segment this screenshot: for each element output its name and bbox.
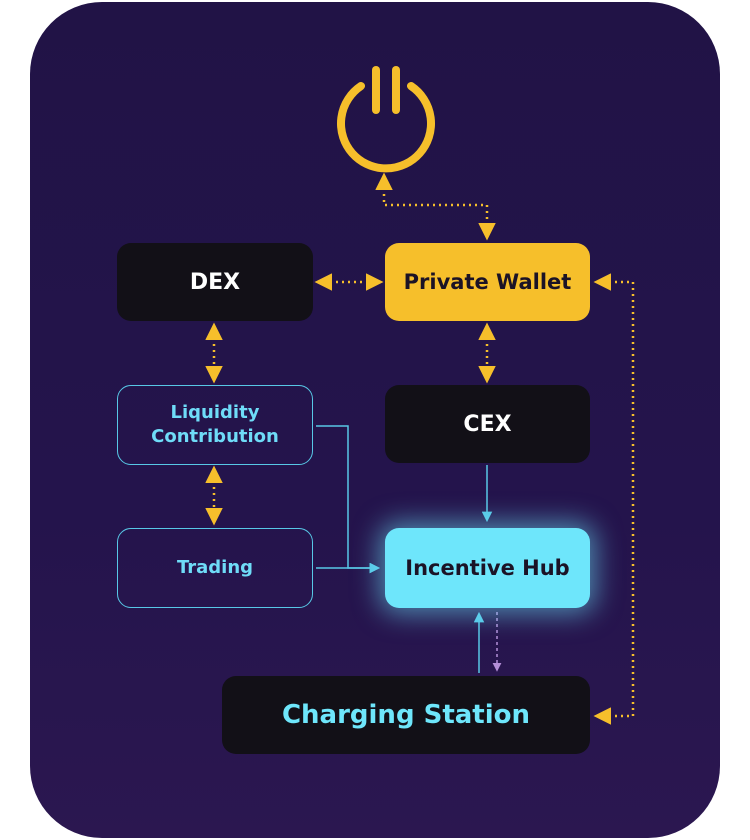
arrow-wallet-station [593,273,635,725]
power-icon [337,66,435,173]
node-private-wallet: Private Wallet [385,243,590,321]
node-charging-station: Charging Station [222,676,590,754]
node-incentive-hub: Incentive Hub [385,528,590,608]
arrow-liquidity-hub [316,425,381,574]
arrow-wallet-power [375,172,496,241]
node-trading: Trading [117,528,313,608]
node-liquidity-contribution: Liquidity Contribution [117,385,313,465]
node-dex: DEX [117,243,313,321]
node-cex: CEX [385,385,590,463]
